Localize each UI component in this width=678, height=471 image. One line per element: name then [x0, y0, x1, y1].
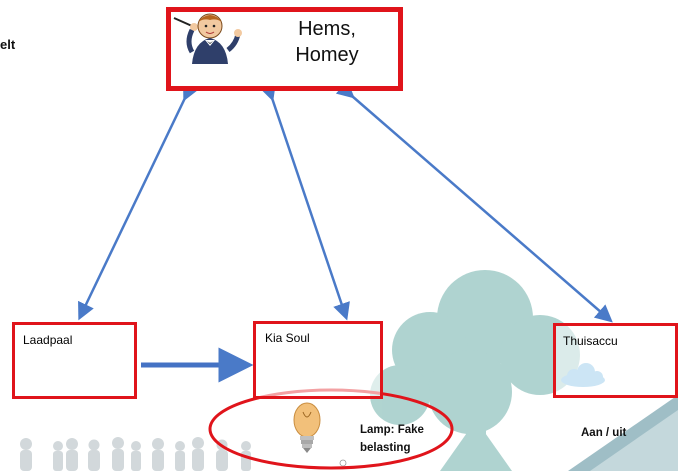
lamp-note-line2: belasting [360, 442, 411, 454]
hub-label-line2: Homey [295, 44, 359, 66]
hub-label-line1: Hems, [298, 18, 356, 40]
arrow-hub-kia [259, 82, 350, 321]
crowd-icon [20, 437, 251, 471]
lamp-note-line1: Lamp: Fake [360, 424, 424, 436]
node-laadpaal [12, 322, 137, 399]
lightbulb-icon [276, 397, 352, 471]
house-icon [568, 395, 678, 471]
arrow-hub-thuisaccu [335, 80, 613, 323]
lamp-note: Lamp: Fake belasting [360, 421, 424, 457]
node-kia-soul [253, 321, 383, 399]
node-thuisaccu-label: Thuisaccu [563, 334, 618, 348]
hub-label: Hems, Homey [252, 16, 402, 68]
node-laadpaal-label: Laadpaal [23, 333, 73, 347]
accu-note: Aan / uit [581, 427, 627, 439]
node-kia-soul-label: Kia Soul [265, 331, 310, 345]
node-thuisaccu [553, 323, 678, 398]
cut-off-label: elt [0, 37, 16, 52]
conductor-icon [173, 13, 242, 64]
arrow-hub-laadpaal [78, 81, 199, 321]
